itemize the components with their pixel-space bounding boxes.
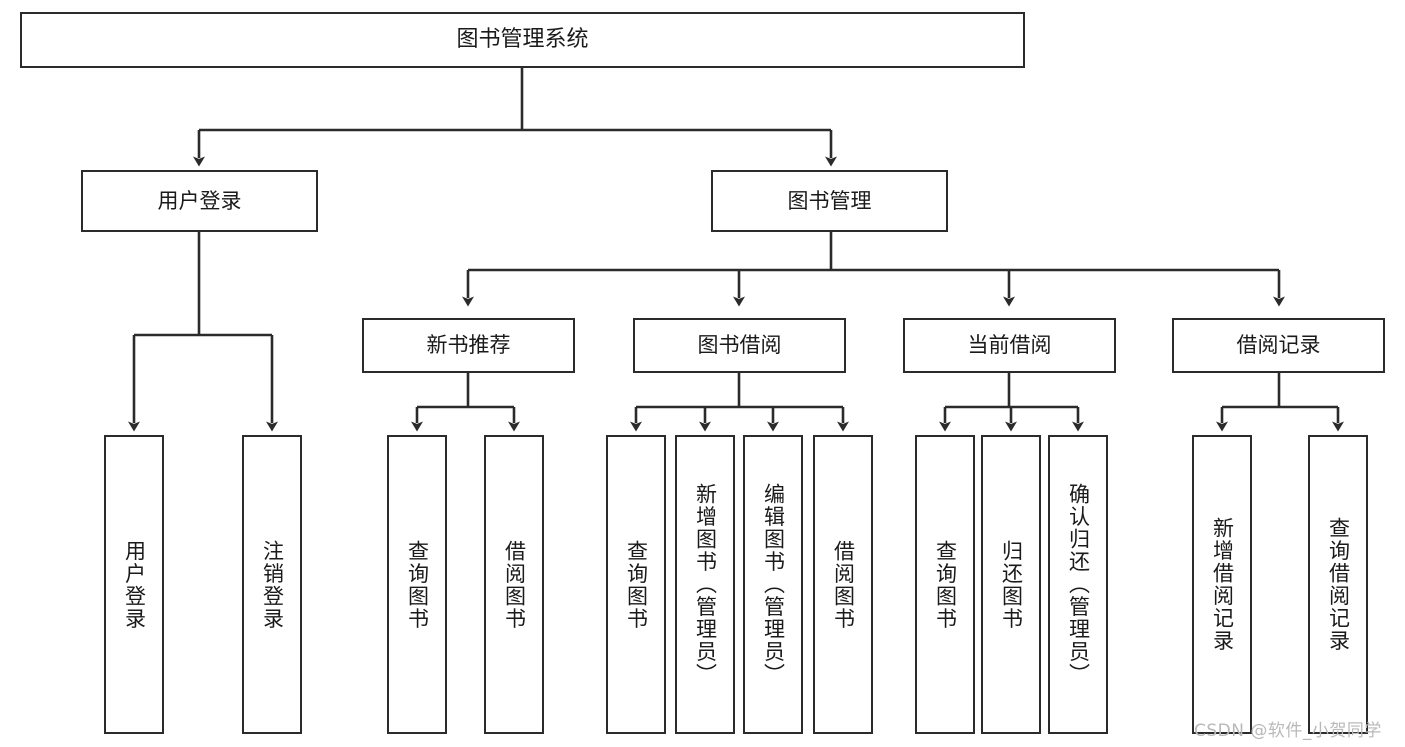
node-book-management[interactable]: 图书管理 bbox=[711, 170, 948, 232]
node-label: 图书管理系统 bbox=[456, 27, 589, 53]
node-label: 查询图书 bbox=[405, 539, 430, 630]
leaf-record-query-record[interactable]: 查询借阅记录 bbox=[1308, 435, 1368, 734]
leaf-user-login-signin[interactable]: 用户登录 bbox=[104, 435, 164, 734]
node-new-book-recommend[interactable]: 新书推荐 bbox=[362, 318, 575, 373]
node-label: 用户登录 bbox=[157, 188, 242, 213]
leaf-record-add-record[interactable]: 新增借阅记录 bbox=[1192, 435, 1252, 734]
node-current-borrow[interactable]: 当前借阅 bbox=[903, 318, 1116, 373]
csdn-watermark: CSDN @软件_小贺同学 bbox=[1194, 721, 1382, 741]
leaf-borrow-borrow-book[interactable]: 借阅图书 bbox=[813, 435, 873, 734]
node-label: 确认归还（管理员） bbox=[1066, 483, 1091, 686]
leaf-current-query-book[interactable]: 查询图书 bbox=[915, 435, 975, 734]
node-label: 归还图书 bbox=[999, 539, 1024, 630]
node-label: 新增借阅记录 bbox=[1210, 517, 1235, 652]
node-borrow-record[interactable]: 借阅记录 bbox=[1172, 318, 1385, 373]
node-label: 借阅图书 bbox=[831, 539, 856, 630]
node-label: 查询图书 bbox=[933, 539, 958, 630]
node-label: 当前借阅 bbox=[967, 333, 1052, 358]
node-label: 图书管理 bbox=[787, 188, 872, 213]
leaf-borrow-add-book-admin[interactable]: 新增图书（管理员） bbox=[675, 435, 735, 734]
leaf-borrow-edit-book-admin[interactable]: 编辑图书（管理员） bbox=[743, 435, 803, 734]
node-label: 新书推荐 bbox=[426, 333, 511, 358]
node-book-borrow[interactable]: 图书借阅 bbox=[633, 318, 846, 373]
node-label: 注销登录 bbox=[260, 539, 285, 630]
node-label: 用户登录 bbox=[122, 539, 147, 630]
leaf-user-login-signout[interactable]: 注销登录 bbox=[242, 435, 302, 734]
leaf-recommend-borrow-book[interactable]: 借阅图书 bbox=[484, 435, 544, 734]
node-user-login[interactable]: 用户登录 bbox=[81, 170, 318, 232]
node-label: 新增图书（管理员） bbox=[693, 483, 718, 686]
node-label: 编辑图书（管理员） bbox=[761, 483, 786, 686]
node-root-system[interactable]: 图书管理系统 bbox=[20, 12, 1025, 68]
leaf-recommend-query-book[interactable]: 查询图书 bbox=[387, 435, 447, 734]
node-label: 查询借阅记录 bbox=[1326, 517, 1351, 652]
node-label: 图书借阅 bbox=[697, 333, 782, 358]
leaf-borrow-query-book[interactable]: 查询图书 bbox=[606, 435, 666, 734]
leaf-current-confirm-return-admin[interactable]: 确认归还（管理员） bbox=[1048, 435, 1108, 734]
node-label: 借阅图书 bbox=[502, 539, 527, 630]
leaf-current-return-book[interactable]: 归还图书 bbox=[981, 435, 1041, 734]
node-label: 借阅记录 bbox=[1236, 333, 1321, 358]
node-label: 查询图书 bbox=[624, 539, 649, 630]
